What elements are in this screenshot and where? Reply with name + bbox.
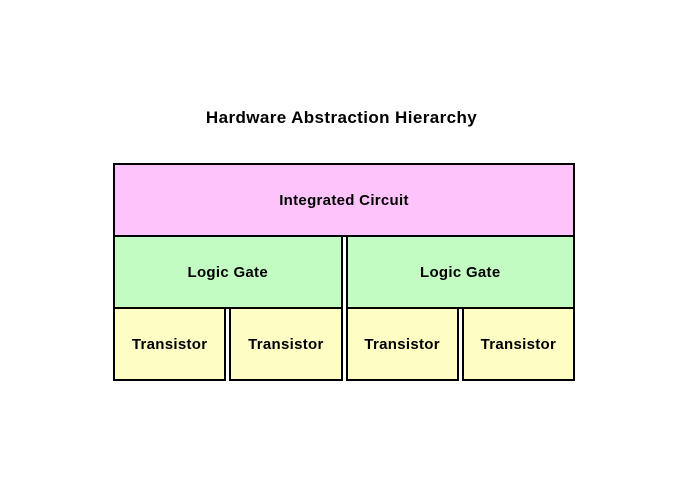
transistor-cell-3: Transistor <box>345 307 459 381</box>
transistor-label: Transistor <box>364 335 440 353</box>
level-transistor: Transistor Transistor Transistor Transis… <box>113 307 575 381</box>
transistor-label: Transistor <box>131 335 208 353</box>
transistor-cell-4: Transistor <box>461 307 575 381</box>
logic-gate-label: Logic Gate <box>419 263 501 281</box>
level-logic-gate: Logic Gate Logic Gate <box>113 235 575 309</box>
logic-gate-cell-2: Logic Gate <box>345 235 575 309</box>
integrated-circuit-cell: Integrated Circuit <box>113 163 575 237</box>
logic-gate-label: Logic Gate <box>187 263 268 281</box>
hierarchy-diagram: Integrated Circuit Logic Gate Logic Gate… <box>113 163 575 381</box>
transistor-cell-1: Transistor <box>113 307 227 381</box>
integrated-circuit-label: Integrated Circuit <box>279 191 409 209</box>
transistor-label: Transistor <box>248 335 324 353</box>
logic-gate-cell-1: Logic Gate <box>113 235 343 309</box>
transistor-cell-2: Transistor <box>229 307 343 381</box>
diagram-title: Hardware Abstraction Hierarchy <box>205 108 478 127</box>
transistor-label: Transistor <box>480 335 557 353</box>
level-integrated-circuit: Integrated Circuit <box>113 163 575 237</box>
